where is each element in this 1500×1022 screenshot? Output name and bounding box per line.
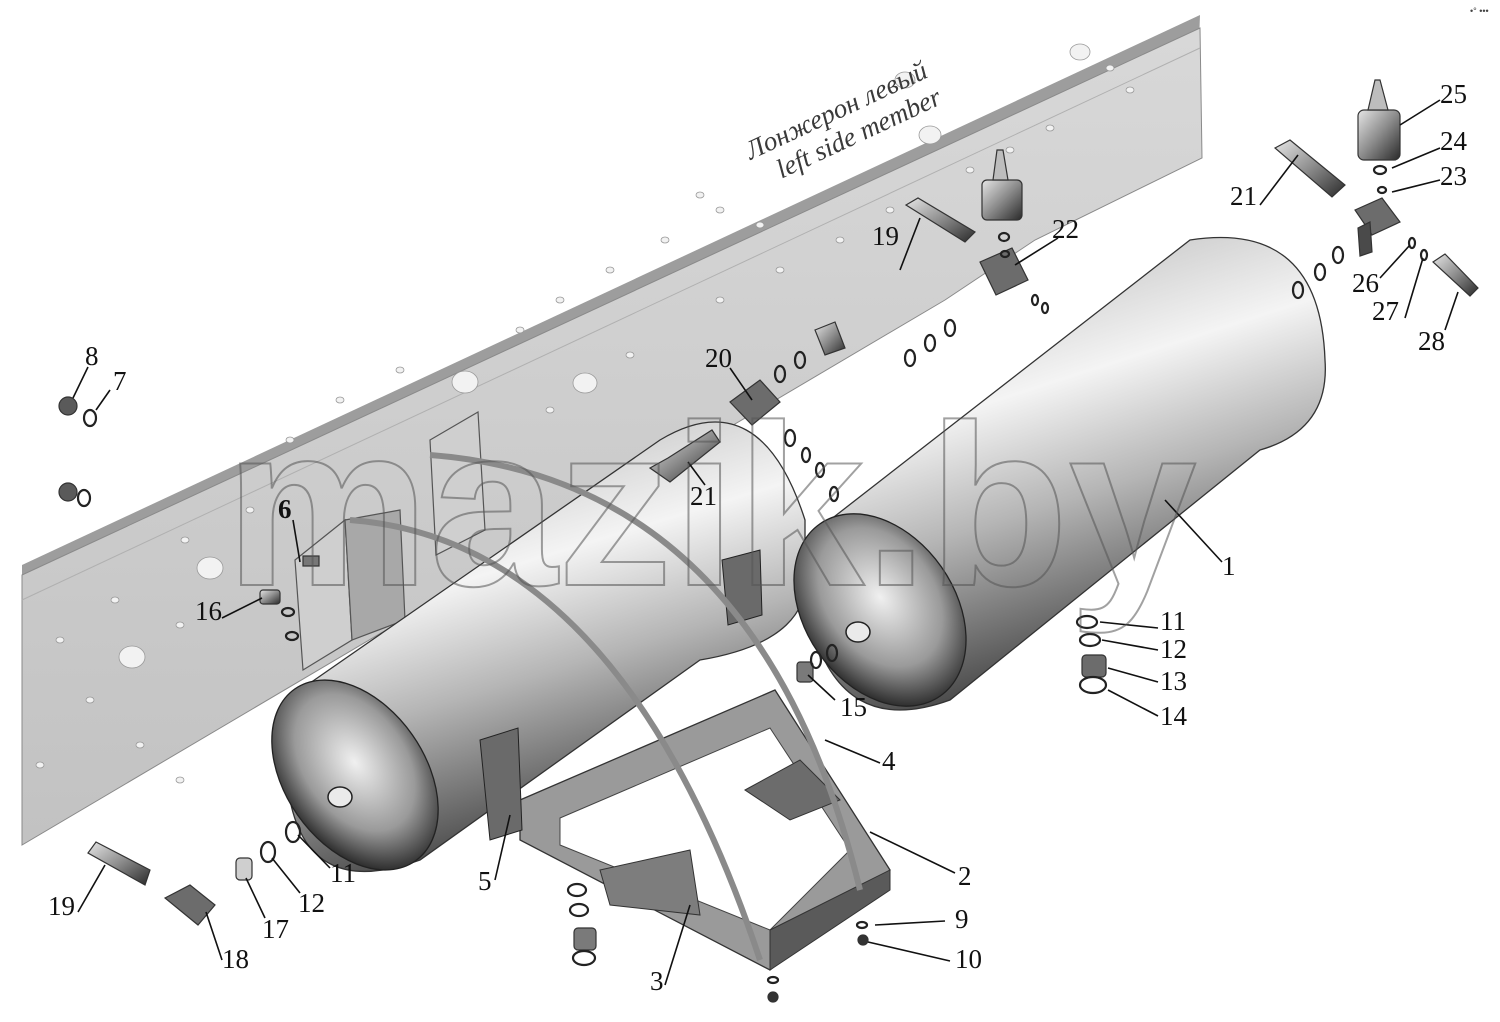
callout-3: 3 xyxy=(650,966,664,996)
tank-cradle xyxy=(519,689,891,971)
callout-23: 23 xyxy=(1440,161,1467,191)
callout-13: 13 xyxy=(1160,666,1187,696)
tank-straps xyxy=(349,452,863,961)
callout-10: 10 xyxy=(955,944,982,974)
callout-18: 18 xyxy=(222,944,249,974)
callout-19-upper: 19 xyxy=(872,221,899,251)
callout-21-lower: 21 xyxy=(690,481,717,511)
callout-7: 7 xyxy=(113,366,127,396)
callout-4: 4 xyxy=(882,746,896,776)
callout-12-front: 12 xyxy=(298,888,325,918)
callout-labels: 1 2 3 4 5 6 7 8 9 10 11 11 12 12 13 14 1… xyxy=(48,79,1468,996)
callout-8: 8 xyxy=(85,341,99,371)
callout-5: 5 xyxy=(478,866,492,896)
callout-26: 26 xyxy=(1352,268,1379,298)
callout-24: 24 xyxy=(1440,126,1468,156)
callout-21-upper: 21 xyxy=(1230,181,1257,211)
fittings xyxy=(58,79,1479,1003)
callout-2: 2 xyxy=(958,861,972,891)
corner-mark: •° ••• xyxy=(1470,6,1489,16)
callout-20: 20 xyxy=(705,343,732,373)
callout-25: 25 xyxy=(1440,79,1467,109)
callout-6: 6 xyxy=(278,494,292,524)
callout-11-front: 11 xyxy=(330,858,356,888)
callout-19-lower: 19 xyxy=(48,891,75,921)
callout-27: 27 xyxy=(1372,296,1399,326)
callout-1: 1 xyxy=(1222,551,1236,581)
callout-14: 14 xyxy=(1160,701,1188,731)
callout-17: 17 xyxy=(262,914,289,944)
callout-22: 22 xyxy=(1052,214,1079,244)
callout-12-rear: 12 xyxy=(1160,634,1187,664)
callout-11-rear: 11 xyxy=(1160,606,1186,636)
callout-9: 9 xyxy=(955,904,969,934)
callout-15: 15 xyxy=(840,692,867,722)
leader-lines xyxy=(72,99,1459,986)
air-receiver-front xyxy=(271,421,808,873)
callout-28: 28 xyxy=(1418,326,1445,356)
frame-holes xyxy=(35,43,1135,784)
callout-16: 16 xyxy=(195,596,222,626)
watermark: mazik.by xyxy=(225,377,1197,634)
